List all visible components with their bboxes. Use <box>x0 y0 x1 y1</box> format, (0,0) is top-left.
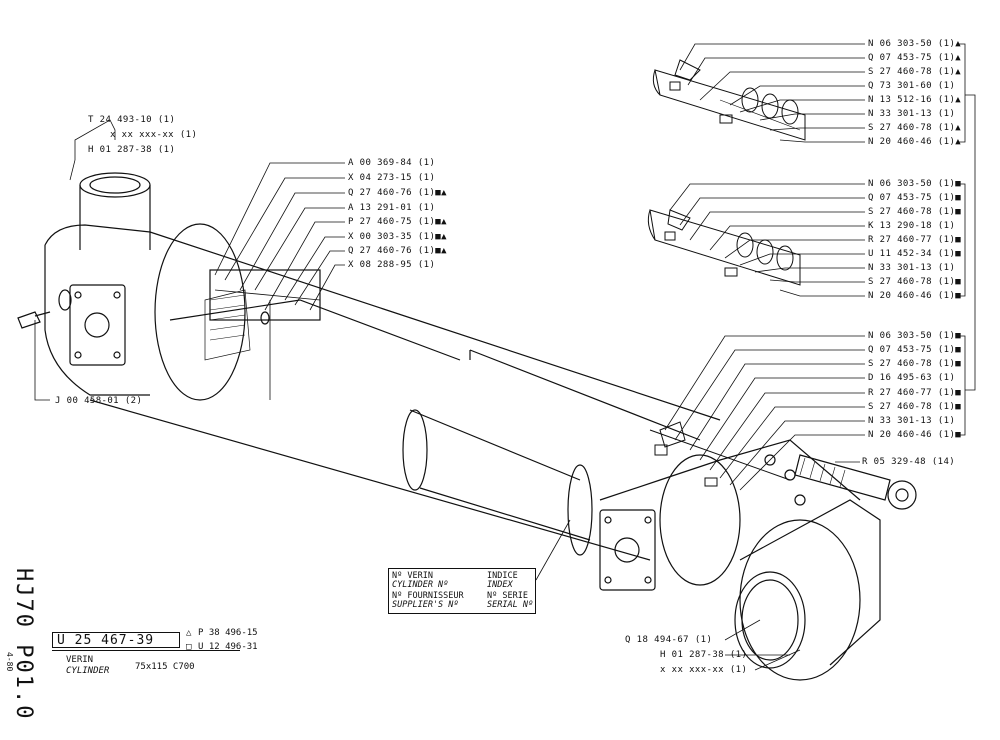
bolt <box>794 454 917 510</box>
part-label-g3-0: N 06 303-50 (1)■ <box>868 331 962 341</box>
dimensions: 75x115 C700 <box>135 662 195 672</box>
name-fr: VERIN <box>66 655 94 665</box>
info-serie: Nº SERIE <box>487 591 528 601</box>
part-label-xxx-1: x xx xxx-xx (1) <box>110 130 198 140</box>
part-label-g2-1: Q 07 453-75 (1)■ <box>868 193 962 203</box>
part-label-mid-4: P 27 460-75 (1)■▲ <box>348 217 447 227</box>
part-label-g3-3: D 16 495-63 (1) <box>868 373 956 383</box>
drawing-code: U 25 467-39 <box>52 632 180 648</box>
part-label-g3-4: R 27 460-77 (1)■ <box>868 388 962 398</box>
part-label-j00: J 00 458-01 (2) <box>55 396 143 406</box>
part-label-g1-3: Q 73 301-60 (1) <box>868 81 956 91</box>
part-label-g3-6: N 33 301-13 (1) <box>868 416 956 426</box>
part-label-g3-2: S 27 460-78 (1)■ <box>868 359 962 369</box>
part-label-g2-5: U 11 452-34 (1)■ <box>868 249 962 259</box>
part-label-g1-4: N 13 512-16 (1)▲ <box>868 95 962 105</box>
info-serial: SERIAL Nº <box>487 600 534 610</box>
leader-lines <box>34 43 976 671</box>
part-label-mid-5: X 00 303-35 (1)■▲ <box>348 232 447 242</box>
part-label-g2-2: S 27 460-78 (1)■ <box>868 207 962 217</box>
part-label-g1-7: N 20 460-46 (1)▲ <box>868 137 962 147</box>
part-label-g2-3: K 13 290-18 (1) <box>868 221 956 231</box>
part-label-g2-8: N 20 460-46 (1)■ <box>868 291 962 301</box>
title-block <box>52 650 240 681</box>
head-section <box>204 269 321 361</box>
info-cylinder: CYLINDER Nº <box>392 580 449 590</box>
part-label-xxx-2: x xx xxx-xx (1) <box>660 665 748 675</box>
rear-end-cap <box>44 172 151 396</box>
seal-detail-3 <box>649 421 791 487</box>
seal-detail-2 <box>647 209 801 286</box>
part-label-h01-b: H 01 287-38 (1) <box>660 650 748 660</box>
info-supplier: SUPPLIER'S Nº <box>392 600 459 610</box>
part-label-g1-0: N 06 303-50 (1)▲ <box>868 39 962 49</box>
part-label-mid-6: Q 27 460-76 (1)■▲ <box>348 246 447 256</box>
alt-code-2: U 12 496-31 <box>198 642 258 652</box>
info-fournisseur: Nº FOURNISSEUR <box>392 591 464 601</box>
title-vertical-block: HJ70 P01.0 4-80 <box>2 560 42 720</box>
rod-eye-end <box>567 439 881 681</box>
part-label-g3-7: N 20 460-46 (1)■ <box>868 430 962 440</box>
alt-code-1: P 38 496-15 <box>198 628 258 638</box>
drawing-date-vertical: 4-80 <box>5 652 14 672</box>
part-label-mid-0: A 00 369-84 (1) <box>348 158 436 168</box>
cylinder-barrel <box>89 223 721 561</box>
part-label-g3-1: Q 07 453-75 (1)■ <box>868 345 962 355</box>
part-label-g1-1: Q 07 453-75 (1)▲ <box>868 53 962 63</box>
name-en: CYLINDER <box>66 666 110 676</box>
part-label-mid-2: Q 27 460-76 (1)■▲ <box>348 188 447 198</box>
info-box: Nº VERIN CYLINDER Nº Nº FOURNISSEUR SUPP… <box>388 568 536 614</box>
part-label-r05: R 05 329-48 (14) <box>862 457 956 467</box>
part-label-t24: T 24 493-10 (1) <box>88 115 176 125</box>
part-label-g1-6: S 27 460-78 (1)▲ <box>868 123 962 133</box>
info-verin: Nº VERIN <box>392 571 433 581</box>
part-label-g2-0: N 06 303-50 (1)■ <box>868 179 962 189</box>
part-label-h01-a: H 01 287-38 (1) <box>88 145 176 155</box>
part-label-q18: Q 18 494-67 (1) <box>625 635 713 645</box>
part-label-g2-6: N 33 301-13 (1) <box>868 263 956 273</box>
part-label-mid-1: X 04 273-15 (1) <box>348 173 436 183</box>
part-label-g2-4: R 27 460-77 (1)■ <box>868 235 962 245</box>
part-label-g2-7: S 27 460-78 (1)■ <box>868 277 962 287</box>
part-label-mid-7: X 08 288-95 (1) <box>348 260 436 270</box>
part-label-g1-2: S 27 460-78 (1)▲ <box>868 67 962 77</box>
info-index: INDEX <box>487 580 513 590</box>
drawing-title-vertical: HJ70 P01.0 <box>11 568 36 721</box>
part-label-g1-5: N 33 301-13 (1) <box>868 109 956 119</box>
part-label-g3-5: S 27 460-78 (1)■ <box>868 402 962 412</box>
part-label-mid-3: A 13 291-01 (1) <box>348 203 436 213</box>
triangle-icon: △ <box>186 628 192 638</box>
info-indice: INDICE <box>487 571 518 581</box>
square-icon: □ <box>186 642 192 652</box>
grease-nipple <box>17 311 51 329</box>
